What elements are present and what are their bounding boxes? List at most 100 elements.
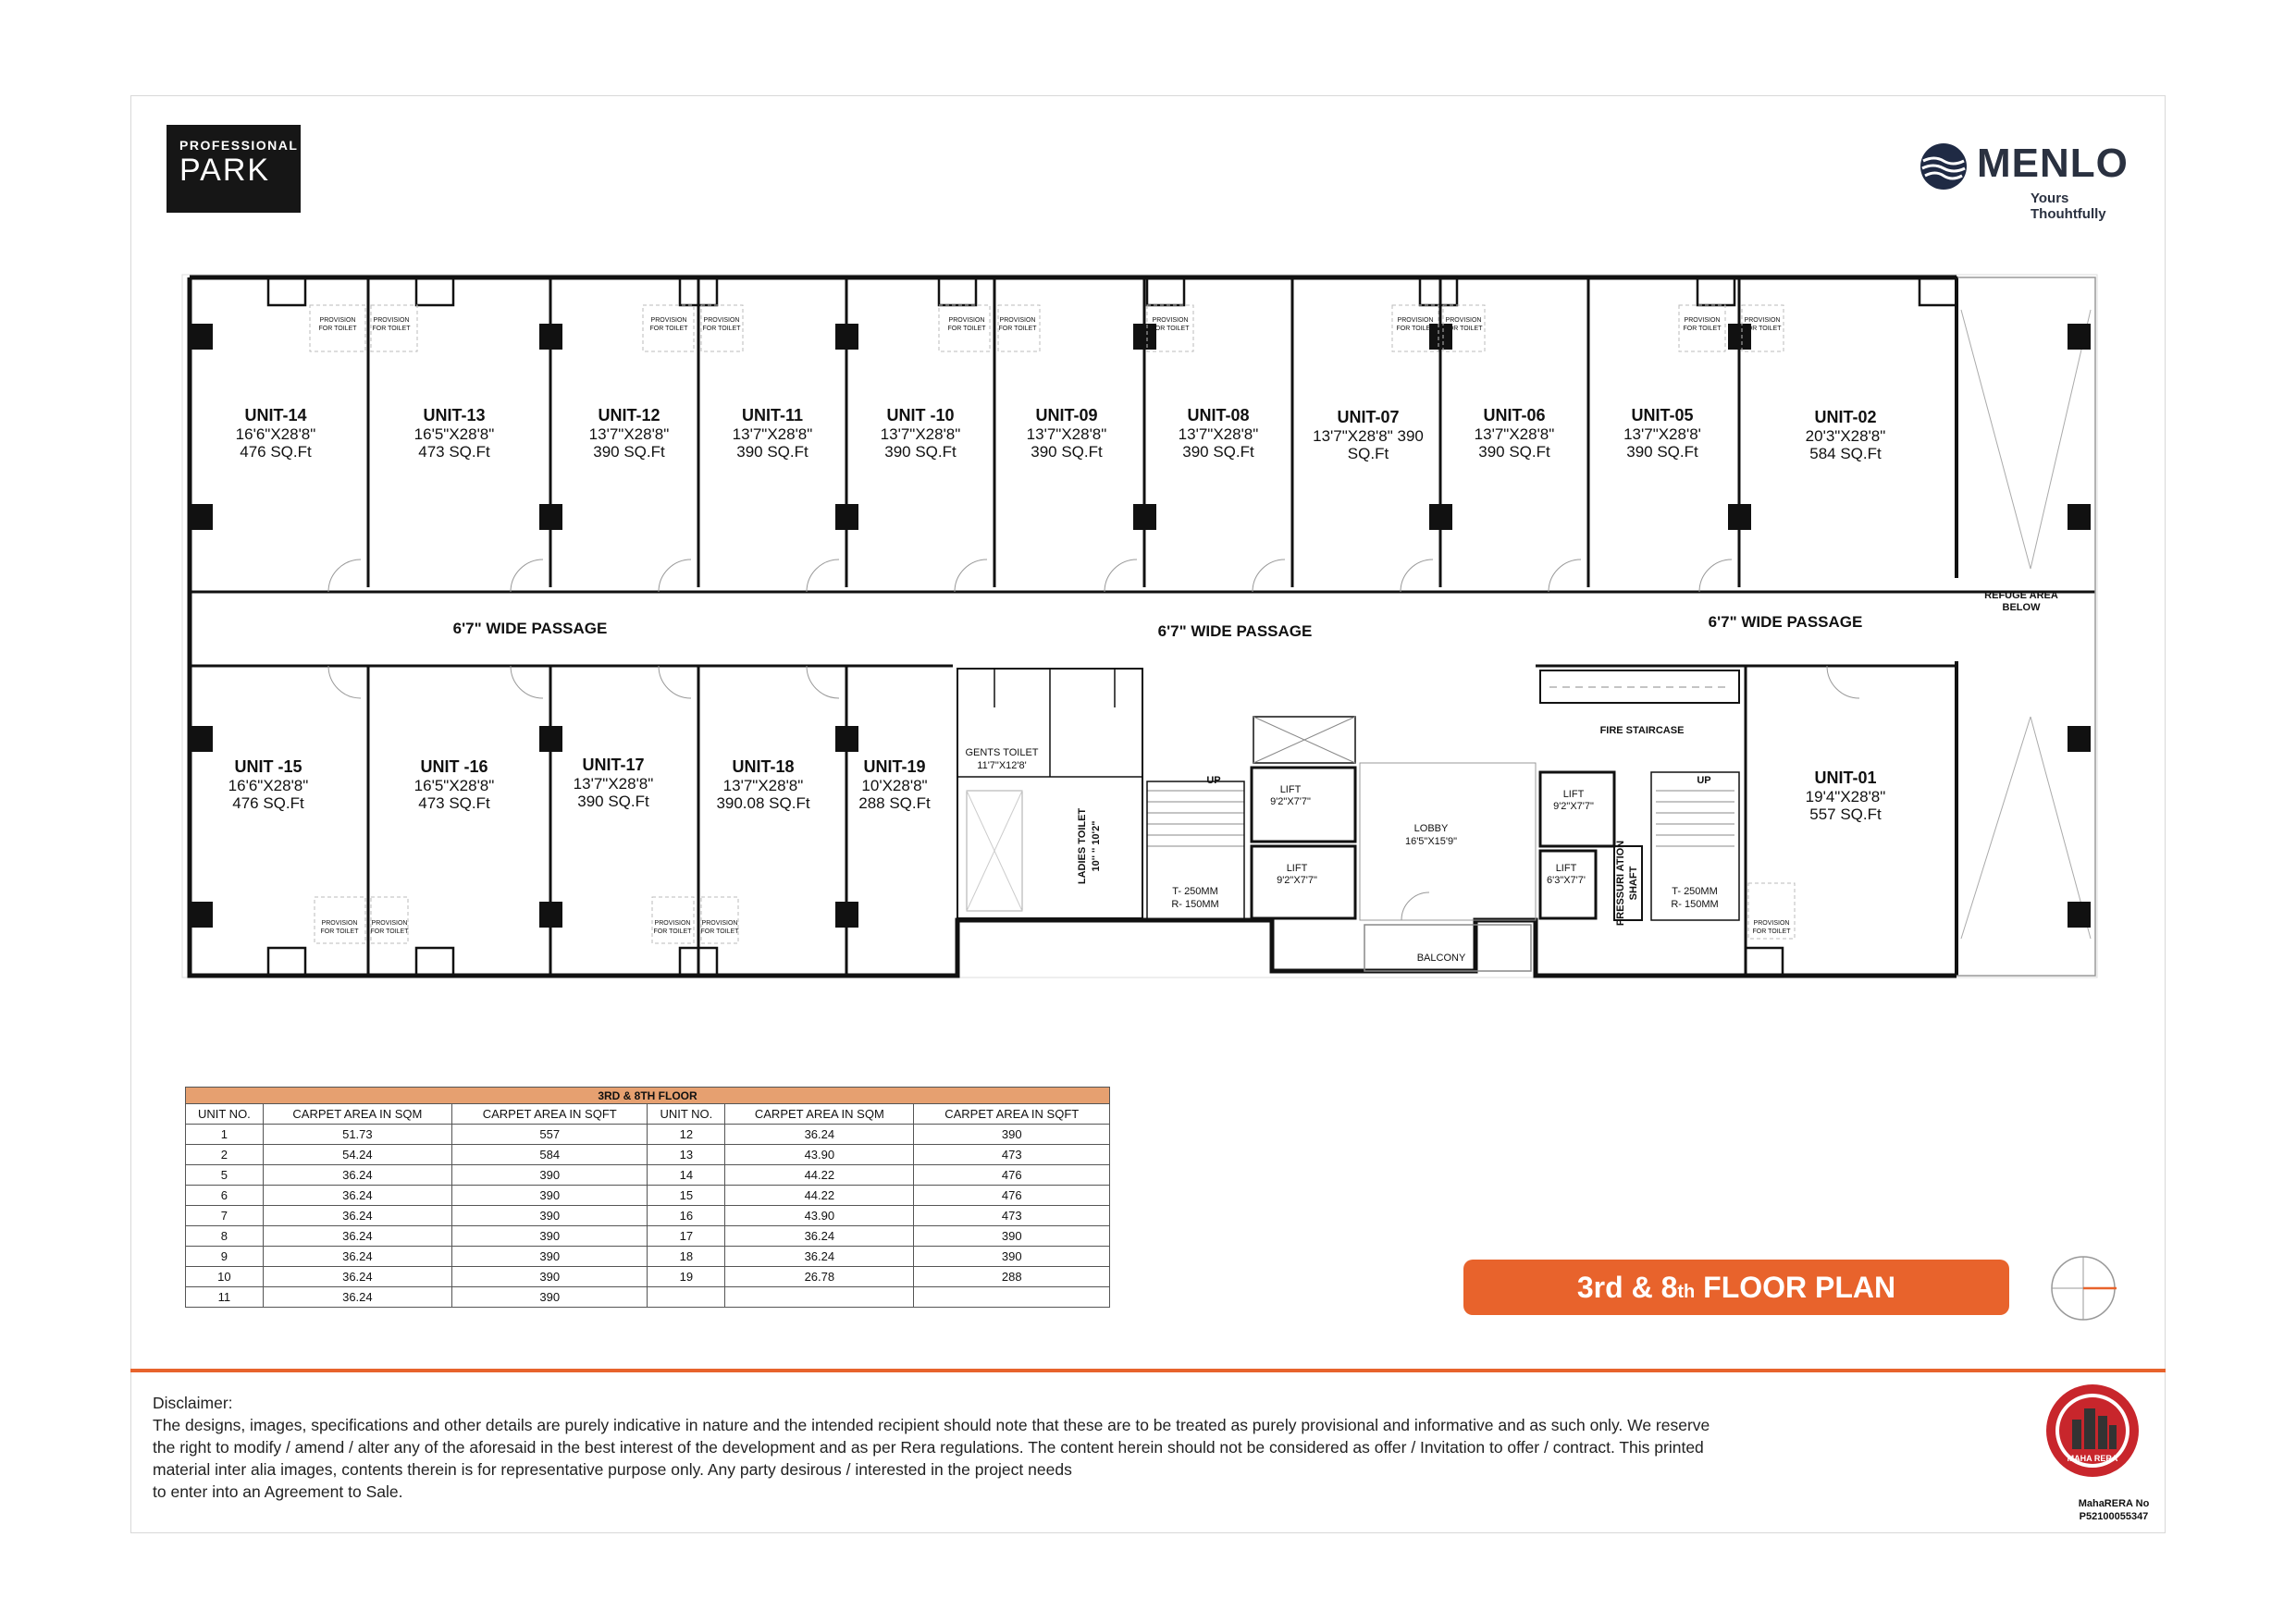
table-cell: 43.90	[724, 1205, 915, 1226]
unit-label: UNIT-19	[863, 757, 925, 776]
riser-label: R- 150MM	[1171, 899, 1218, 910]
table-cell: 390	[451, 1286, 648, 1308]
lift-label: LIFT	[1556, 863, 1577, 874]
unit-area: SQ.Ft	[1348, 445, 1389, 462]
unit-size: 16'6"X28'8"	[228, 777, 309, 794]
unit-label: UNIT-17	[582, 756, 644, 774]
menlo-tagline: Yours Thouhtfully	[2031, 191, 2106, 222]
floor-plan-title: 3rd & 8th FLOOR PLAN	[1463, 1260, 2009, 1315]
lobby-size: 16'5"X15'9"	[1405, 836, 1457, 847]
pressurization-label: PRESSURI ATION	[1615, 841, 1626, 926]
table-cell: 5	[185, 1164, 264, 1186]
lift-small-size: 6'3"X7'7'	[1547, 875, 1586, 886]
gents-toilet-size: 11'7"X12'8'	[977, 760, 1026, 771]
provision-label: PROVISION	[949, 317, 985, 324]
table-header-cell: UNIT NO.	[185, 1103, 264, 1125]
table-cell: 26.78	[724, 1266, 915, 1287]
table-cell: 584	[451, 1144, 648, 1165]
fire-staircase-label: FIRE STAIRCASE	[1600, 725, 1685, 736]
unit-size: 16'6"X28'8"	[236, 425, 316, 443]
disclaimer-heading: Disclaimer:	[153, 1394, 233, 1412]
table-cell: 8	[185, 1225, 264, 1247]
table-cell: 36.24	[724, 1124, 915, 1145]
unit-area: 390 SQ.Ft	[1626, 443, 1698, 461]
lift-label: LIFT	[1287, 863, 1308, 874]
provision-label: PROVISION	[651, 317, 687, 324]
provision-label: PROVISION	[322, 920, 358, 927]
unit-size: 19'4"X28'8"	[1806, 788, 1886, 805]
table-cell: 2	[185, 1144, 264, 1165]
table-cell: 18	[647, 1246, 726, 1267]
provision-label: PROVISION	[702, 920, 738, 927]
provision-label: FOR TOILET	[373, 326, 412, 332]
table-cell: 19	[647, 1266, 726, 1287]
provision-label: FOR TOILET	[703, 326, 742, 332]
table-cell: 473	[913, 1144, 1110, 1165]
unit-area: 557 SQ.Ft	[1809, 805, 1882, 823]
table-cell: 1	[185, 1124, 264, 1145]
provision-label: PROVISION	[374, 317, 410, 324]
ladies-toilet-label: LADIES TOILET	[1077, 808, 1088, 885]
provision-label: FOR TOILET	[319, 326, 358, 332]
table-cell: 15	[647, 1185, 726, 1206]
table-cell: 476	[913, 1164, 1110, 1186]
provision-label: FOR TOILET	[650, 326, 689, 332]
pressurization-label: SHAFT	[1628, 866, 1639, 900]
unit-size: 13'7"X28'8"	[1179, 425, 1259, 443]
unit-area: 390 SQ.Ft	[593, 443, 665, 461]
lift-size: 9'2"X7'7"	[1553, 801, 1594, 812]
footer-divider	[130, 1369, 2166, 1372]
unit-size: 13'7"X28'8"	[1475, 425, 1555, 443]
table-cell: 390	[451, 1246, 648, 1267]
riser-label: R- 150MM	[1671, 899, 1718, 910]
unit-area: 390.08 SQ.Ft	[716, 794, 809, 812]
table-caption: 3RD & 8TH FLOOR	[185, 1087, 1110, 1104]
passage-label: 6'7" WIDE PASSAGE	[1709, 613, 1863, 631]
unit-label: UNIT-06	[1483, 406, 1545, 424]
stair-up-label: UP	[1206, 775, 1220, 786]
rera-label: MahaRERA No	[2078, 1498, 2150, 1509]
table-cell: 36.24	[724, 1225, 915, 1247]
disclaimer-line: The designs, images, specifications and …	[153, 1416, 1710, 1434]
unit-size: 16'5"X28'8"	[414, 425, 495, 443]
title-prefix: 3rd & 8	[1576, 1271, 1678, 1304]
disclaimer-line: the right to modify / amend / alter any …	[153, 1438, 1704, 1457]
unit-size: 13'7"X28'8"	[589, 425, 670, 443]
provision-label: PROVISION	[1754, 920, 1790, 927]
table-cell: 9	[185, 1246, 264, 1267]
ladies-toilet-size: 10'' '' 10'2"	[1091, 821, 1102, 872]
table-cell: 36.24	[262, 1205, 452, 1226]
provision-label: FOR TOILET	[371, 928, 410, 935]
unit-label: UNIT-08	[1187, 406, 1249, 424]
table-header-cell: CARPET AREA IN SQM	[724, 1103, 915, 1125]
provision-label: FOR TOILET	[1152, 326, 1191, 332]
table-header-cell: CARPET AREA IN SQM	[262, 1103, 452, 1125]
unit-label: UNIT -15	[234, 757, 302, 776]
unit-label: UNIT-18	[732, 757, 794, 776]
unit-label: UNIT-01	[1814, 768, 1876, 787]
stair-up-label: UP	[1697, 775, 1710, 786]
provision-label: FOR TOILET	[1684, 326, 1722, 332]
disclaimer-line: material inter alia images, contents the…	[153, 1460, 1072, 1479]
table-cell: 390	[451, 1225, 648, 1247]
disclaimer: Disclaimer: The designs, images, specifi…	[153, 1392, 1818, 1503]
unit-label: UNIT -16	[420, 757, 488, 776]
professional-park-logo: PROFESSIONAL PARK	[167, 125, 301, 213]
table-cell	[913, 1286, 1110, 1308]
title-suffix: FLOOR PLAN	[1695, 1271, 1896, 1304]
provision-label: PROVISION	[1446, 317, 1482, 324]
table-cell: 36.24	[262, 1225, 452, 1247]
floor-plan: PROVISION FOR TOILET PROVISION FOR TOILE…	[181, 274, 2098, 978]
provision-label: FOR TOILET	[1445, 326, 1484, 332]
tread-label: T- 250MM	[1172, 886, 1218, 897]
table-header-cell: UNIT NO.	[647, 1103, 726, 1125]
rera-value: P52100055347	[2079, 1511, 2149, 1522]
page-frame	[130, 95, 2166, 1533]
unit-label: UNIT-09	[1035, 406, 1097, 424]
